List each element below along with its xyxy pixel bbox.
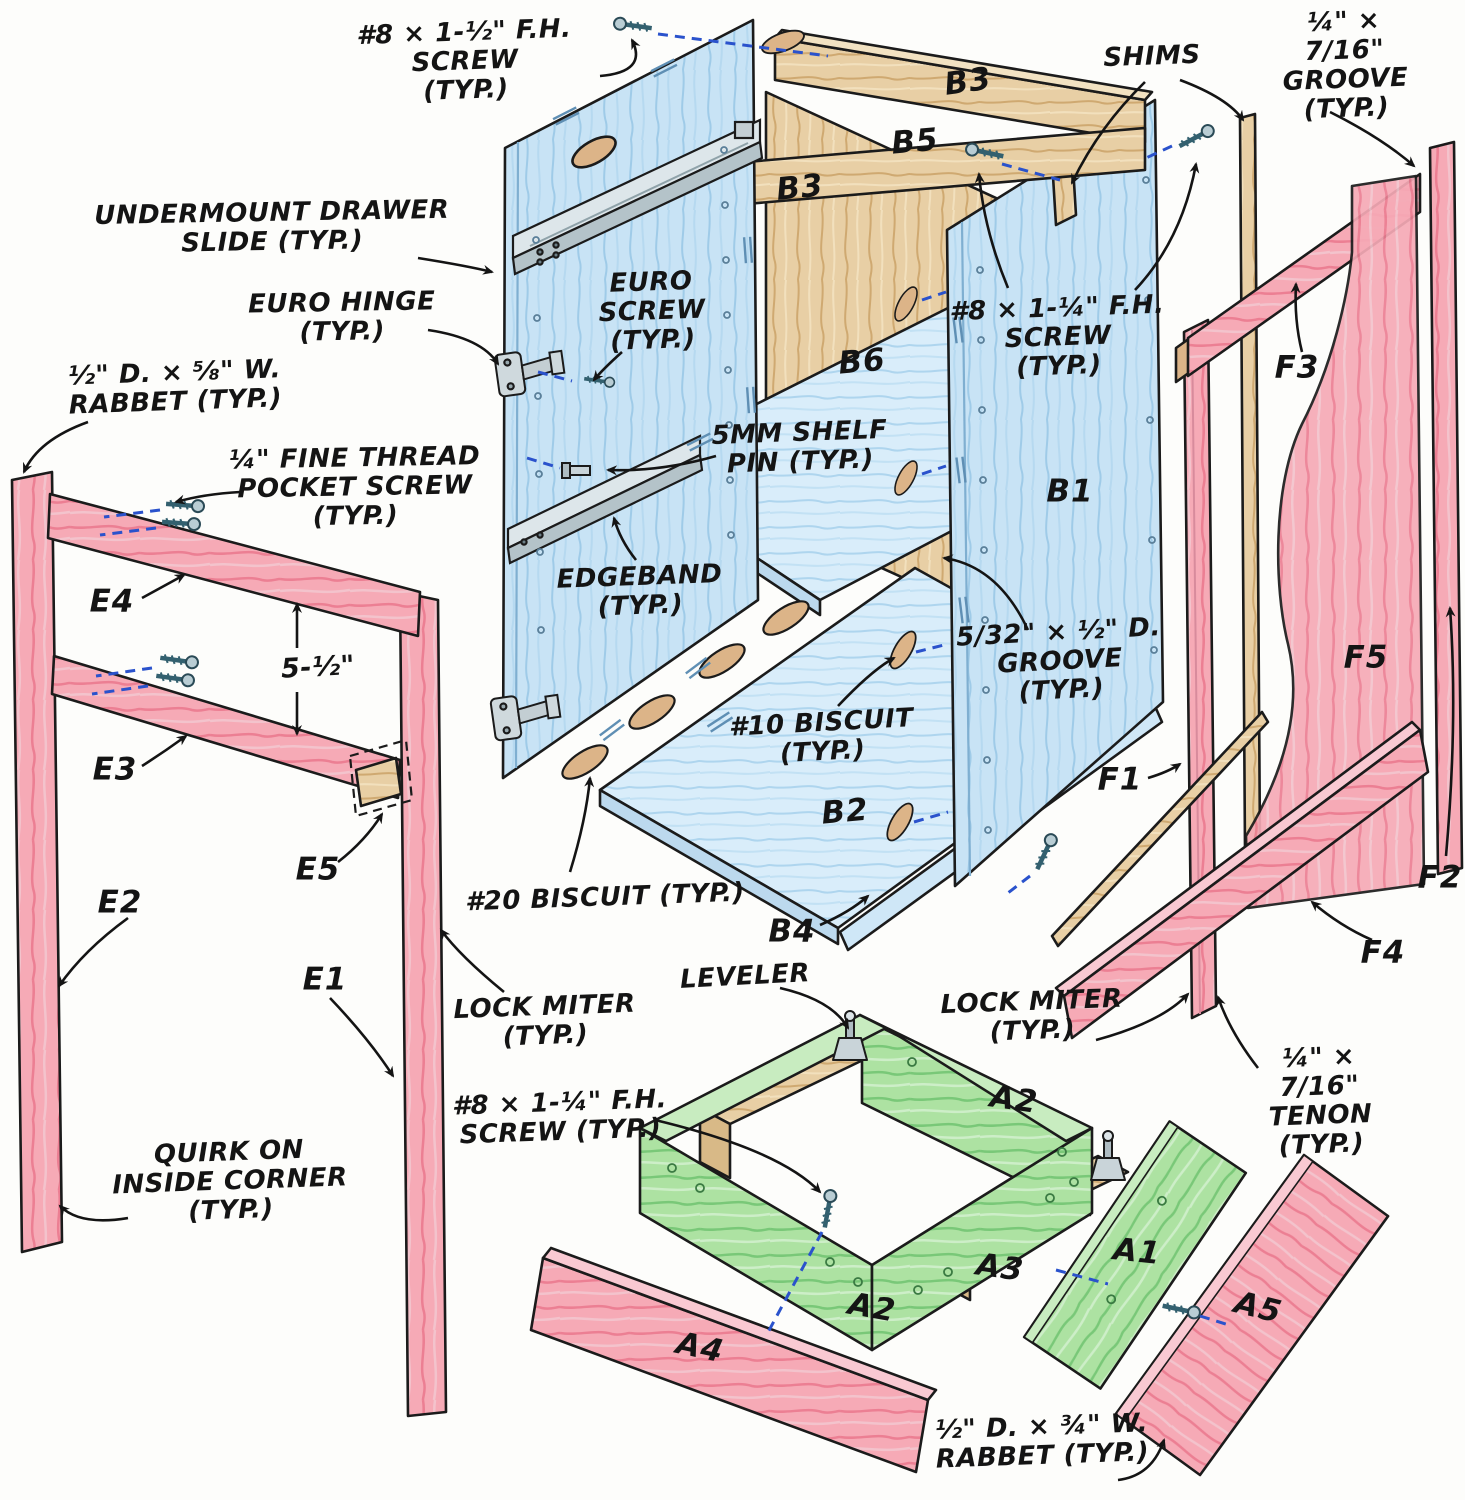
screw	[819, 1189, 837, 1229]
spacer-e5	[354, 756, 403, 808]
drawer-slides	[489, 118, 764, 742]
base-frame-top-right	[858, 1013, 1094, 1143]
panel-f5	[1244, 174, 1426, 910]
stile-e1	[398, 590, 448, 1418]
spacer-e5-mortise-outline	[348, 738, 414, 818]
pocket-screw	[159, 652, 198, 669]
dashed-alignment-lines	[91, 32, 1233, 1337]
base-screw-holes	[667, 1057, 1079, 1295]
rail-e3	[50, 654, 402, 800]
door-frame-group	[1050, 112, 1464, 1040]
oval-cutout	[571, 135, 617, 169]
stile-e2	[10, 470, 64, 1254]
board-a4-top	[541, 1246, 938, 1402]
undermount-slide-top	[511, 118, 764, 276]
undermount-slide-mid	[506, 434, 704, 565]
shim-diagonal	[1050, 710, 1270, 948]
base-frame	[638, 1009, 1130, 1352]
shelf-pin-5mm	[561, 462, 591, 479]
biscuit	[623, 687, 681, 737]
base-rail-a3-rear-face	[698, 1106, 732, 1180]
pin-hole-rows	[532, 146, 1158, 834]
biscuit	[757, 593, 815, 643]
rail-e4	[46, 492, 422, 638]
loose-base-boards	[529, 1120, 1390, 1477]
callout-arrows	[22, 38, 1456, 1482]
biscuit	[556, 737, 614, 787]
stile-f2	[1428, 140, 1464, 876]
screw	[1032, 832, 1059, 872]
stretcher-b3-rear-top	[773, 28, 1154, 102]
screw	[1177, 123, 1216, 151]
cabinet-box	[501, 18, 1165, 952]
board-a1	[1022, 1120, 1248, 1390]
rail-f4	[1062, 728, 1430, 1040]
screw	[613, 17, 652, 34]
face-frame	[10, 470, 448, 1418]
base-face-se	[870, 1126, 1094, 1352]
shelf-b2-edge	[598, 788, 840, 946]
pocket-screw	[155, 670, 194, 687]
